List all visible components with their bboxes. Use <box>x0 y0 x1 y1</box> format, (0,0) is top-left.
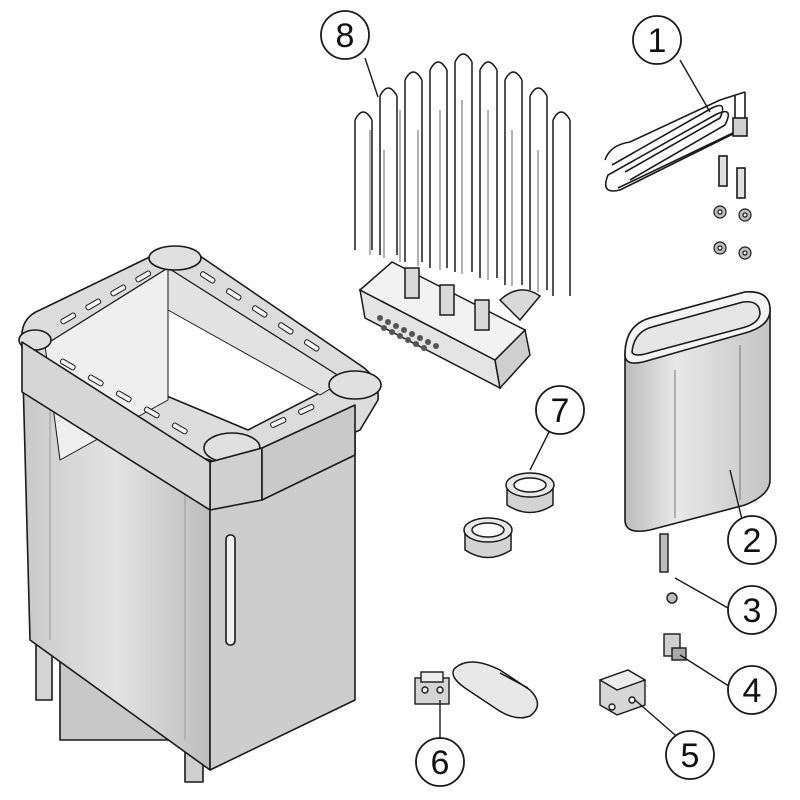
callout-6-label: 6 <box>431 744 450 782</box>
callout-6: 6 <box>415 737 465 787</box>
callout-7: 7 <box>535 385 585 435</box>
gasket-strip <box>452 661 539 719</box>
heating-element-single <box>604 91 748 199</box>
callout-1: 1 <box>632 15 682 65</box>
contactor-relay <box>598 669 647 716</box>
sensor-rod <box>659 533 678 604</box>
heater-body <box>18 245 382 783</box>
callout-5: 5 <box>665 730 715 780</box>
callout-8: 8 <box>320 10 370 60</box>
callout-3-label: 3 <box>743 592 762 630</box>
callout-8-label: 8 <box>336 17 355 55</box>
callout-4-label: 4 <box>743 672 762 710</box>
rim-slots <box>59 270 320 435</box>
callout-1-label: 1 <box>648 22 667 60</box>
casing-cylinder <box>624 291 771 533</box>
callout-2: 2 <box>727 515 777 565</box>
callout-7-label: 7 <box>551 392 570 430</box>
heating-elements-assembly <box>354 53 571 296</box>
callout-3: 3 <box>727 585 777 635</box>
callout-5-label: 5 <box>681 737 700 775</box>
callout-4: 4 <box>727 665 777 715</box>
callout-2-label: 2 <box>743 522 762 560</box>
nuts-and-washers <box>713 205 752 260</box>
power-switch <box>414 671 450 705</box>
thermostat-connector <box>663 633 687 661</box>
bushings <box>463 472 555 559</box>
terminal-plate <box>358 261 542 390</box>
